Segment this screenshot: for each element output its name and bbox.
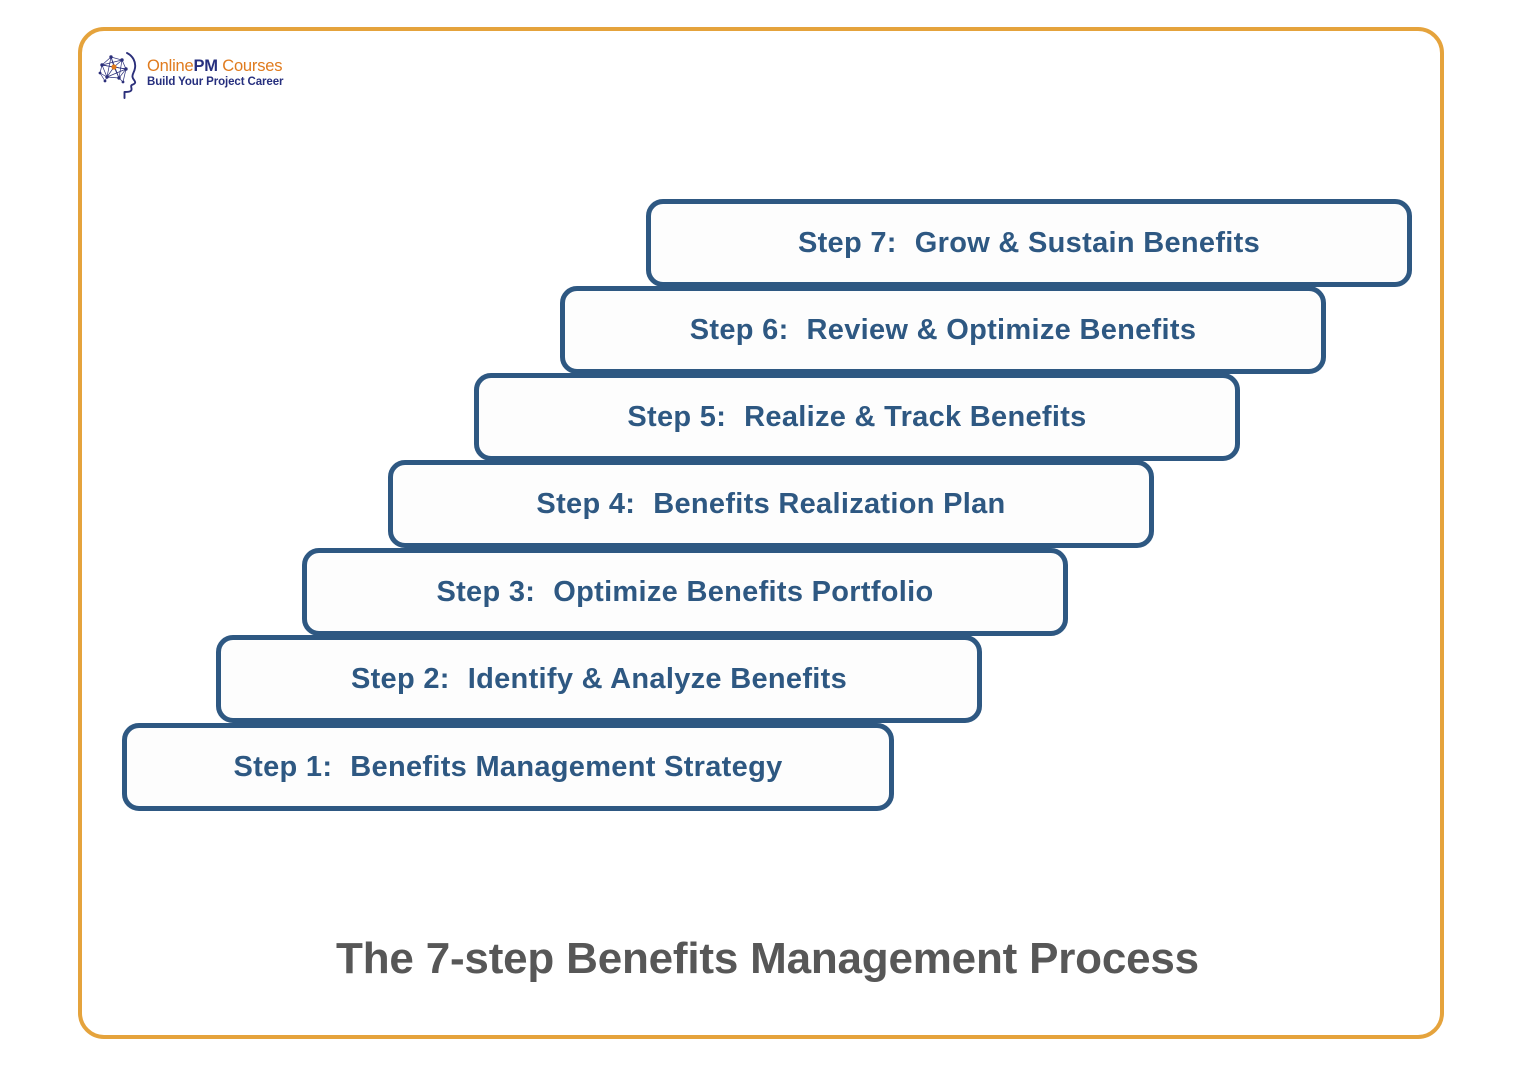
brand-logo-wordmark: OnlinePM Courses [147,56,283,75]
step-box-6[interactable]: Step 6: Review & Optimize Benefits [560,286,1326,374]
step-box-7[interactable]: Step 7: Grow & Sustain Benefits [646,199,1412,287]
step-1-text: Step 1: Benefits Management Strategy [127,751,889,784]
page-border-frame [78,27,1444,1039]
step-2-number: Step 2: [350,662,450,695]
diagram-title: The 7-step Benefits Management Process [336,934,1199,983]
step-2-label: Identify & Analyze Benefits [467,662,848,695]
step-5-number: Step 5: [627,400,727,433]
head-profile-network-icon [97,47,145,99]
step-7-number: Step 7: [797,226,897,259]
step-box-3[interactable]: Step 3: Optimize Benefits Portfolio [302,548,1068,636]
step-2-text: Step 2: Identify & Analyze Benefits [221,663,977,696]
step-3-number: Step 3: [436,575,536,608]
step-box-1[interactable]: Step 1: Benefits Management Strategy [122,723,894,811]
brand-logo-text: OnlinePM Courses Build Your Project Care… [147,56,284,89]
step-3-text: Step 3: Optimize Benefits Portfolio [307,576,1063,609]
step-4-text: Step 4: Benefits Realization Plan [393,488,1149,521]
step-3-label: Optimize Benefits Portfolio [553,575,934,608]
brand-word-pm: PM [193,56,219,75]
step-7-label: Grow & Sustain Benefits [914,226,1261,259]
step-6-number: Step 6: [689,313,789,346]
step-box-2[interactable]: Step 2: Identify & Analyze Benefits [216,635,982,723]
step-box-5[interactable]: Step 5: Realize & Track Benefits [474,373,1240,461]
brand-tagline: Build Your Project Career [147,76,284,88]
step-6-text: Step 6: Review & Optimize Benefits [565,314,1321,347]
brand-logo: OnlinePM Courses Build Your Project Care… [97,44,297,102]
step-4-label: Benefits Realization Plan [653,487,1006,520]
step-1-number: Step 1: [233,750,333,783]
step-1-label: Benefits Management Strategy [350,750,783,783]
brand-word-online: Online [147,56,194,75]
step-box-4[interactable]: Step 4: Benefits Realization Plan [388,460,1154,548]
step-7-text: Step 7: Grow & Sustain Benefits [651,227,1407,260]
step-4-number: Step 4: [536,487,636,520]
step-6-label: Review & Optimize Benefits [806,313,1197,346]
brand-word-courses: Courses [217,56,283,75]
step-5-text: Step 5: Realize & Track Benefits [479,401,1235,434]
step-5-label: Realize & Track Benefits [744,400,1087,433]
